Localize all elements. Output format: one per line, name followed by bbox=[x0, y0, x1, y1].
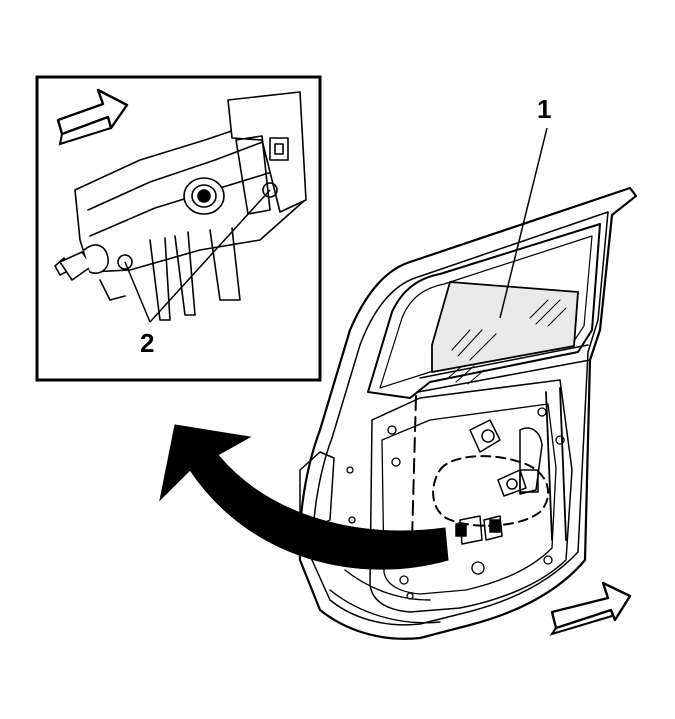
glass-channel bbox=[411, 395, 417, 541]
door-lower-trim bbox=[329, 569, 441, 624]
door-inner-edge bbox=[311, 211, 609, 626]
inner-panel-cutout bbox=[381, 403, 557, 595]
removal-arrow-icon bbox=[159, 424, 449, 570]
rear-channel bbox=[545, 387, 567, 541]
door-outer-panel bbox=[298, 186, 638, 640]
window-frame bbox=[367, 223, 601, 399]
callout-1-label: 1 bbox=[537, 94, 551, 124]
mounting-holes bbox=[346, 407, 565, 600]
glass-highlights bbox=[447, 299, 567, 385]
inner-panel bbox=[369, 379, 573, 613]
window-frame-inner bbox=[379, 235, 593, 389]
glass-lower-edge bbox=[417, 344, 591, 393]
callout-2-label: 2 bbox=[140, 328, 154, 358]
callout-2-leader bbox=[124, 261, 151, 323]
window-regulator bbox=[455, 419, 543, 545]
direction-arrow-icon bbox=[56, 88, 129, 146]
callout-2-leader bbox=[149, 189, 271, 323]
callout-1-leader bbox=[499, 127, 548, 319]
detail-inset: 2 bbox=[35, 75, 322, 382]
door-assembly bbox=[298, 186, 638, 640]
window-glass bbox=[431, 281, 579, 373]
direction-arrow-icon bbox=[549, 581, 632, 636]
regulator-cable bbox=[432, 455, 550, 527]
door-handle-mechanism bbox=[54, 91, 307, 321]
